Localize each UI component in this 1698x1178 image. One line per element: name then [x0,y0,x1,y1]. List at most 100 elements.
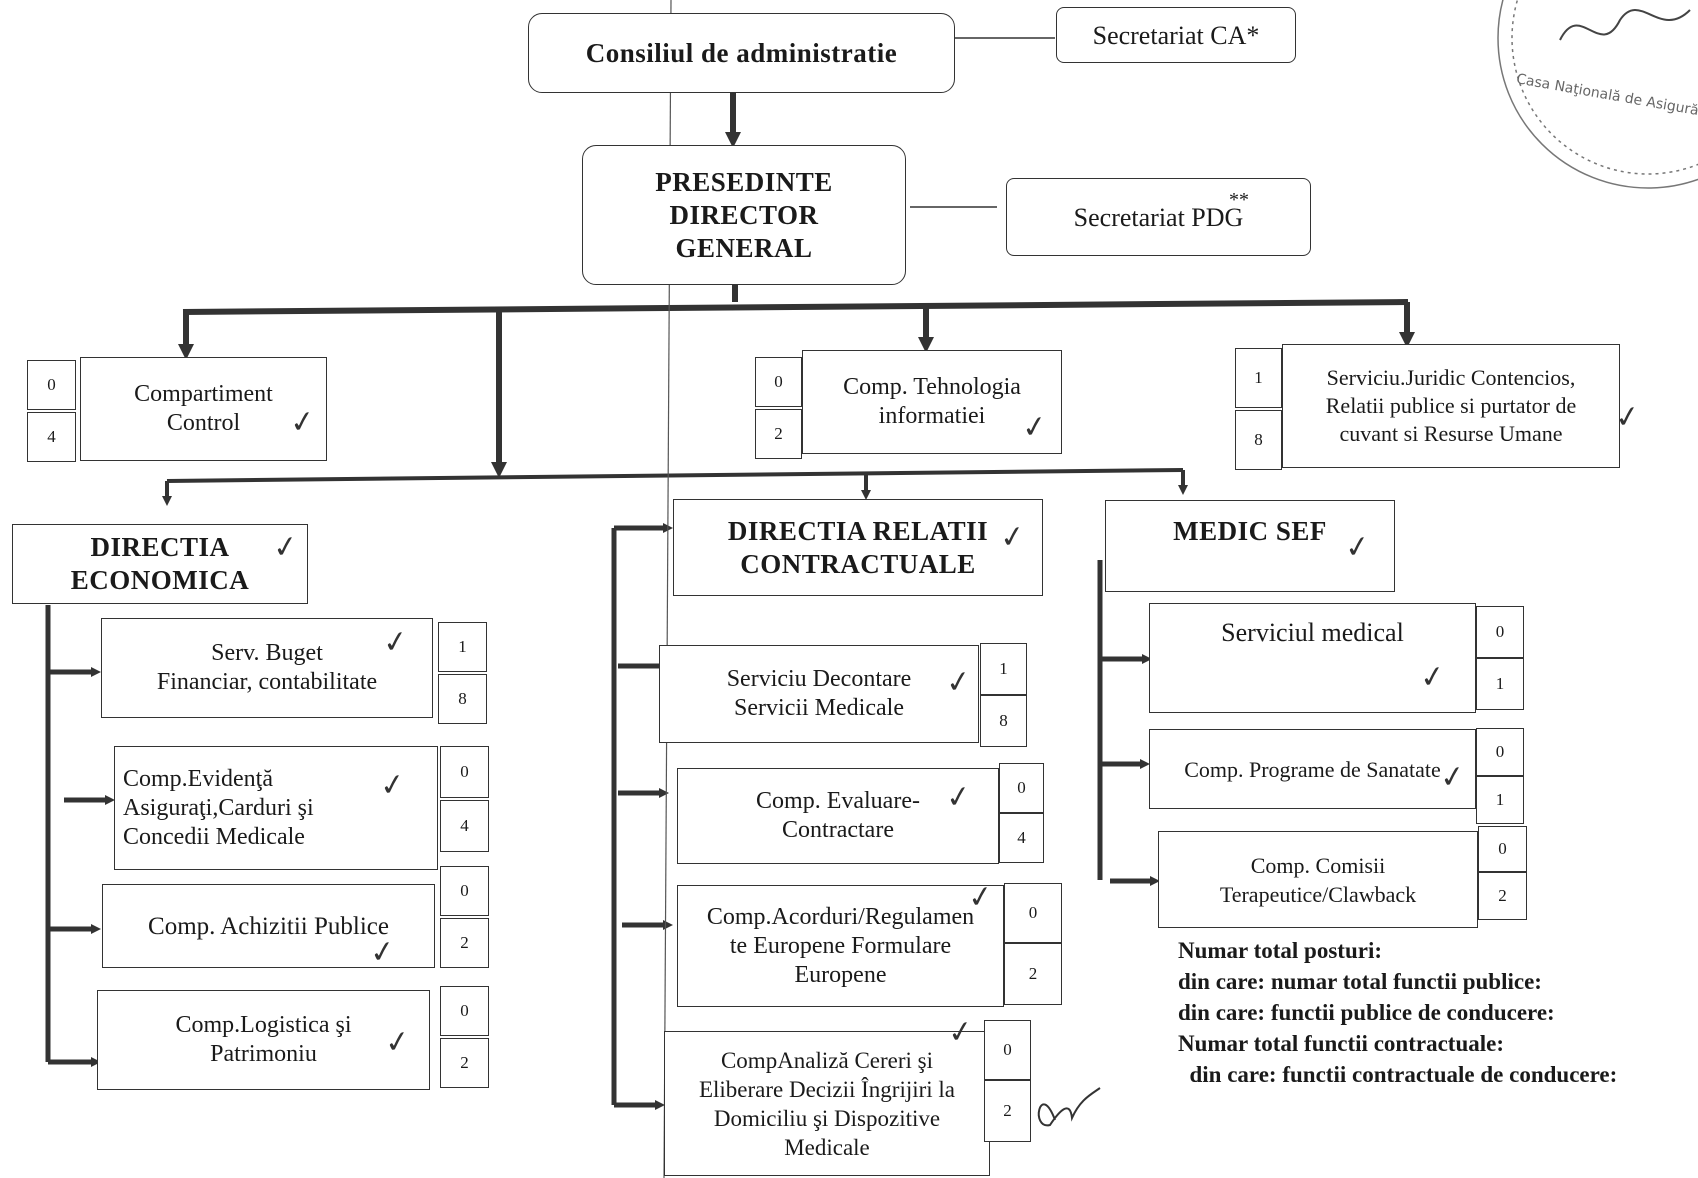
totals-line-2: din care: numar total functii publice: [1178,969,1542,994]
econ-unit-4-count-1: 0 [440,986,489,1036]
check-mark-icon: ✓ [943,778,974,817]
relatii-unit-2-count-2: 4 [999,813,1044,863]
dir-economica-box: DIRECTIA ECONOMICA [12,524,308,604]
juridic-label-1: Serviciu.Juridic Contencios, [1326,365,1576,390]
totals-line-1: Numar total posturi: [1178,938,1383,963]
medic-unit-3-count-2: 2 [1478,872,1527,920]
relatii-unit-1-count-1: 1 [980,643,1027,695]
relatii-unit-4-count-1: 0 [984,1020,1031,1080]
medic-unit-1-line-1: Serviciul medical [1221,618,1404,647]
juridic-count-1: 1 [1235,348,1282,408]
relatii-unit-4-count-2: 2 [984,1080,1031,1142]
relatii-unit-2: Comp. Evaluare- Contractare [677,768,999,864]
relatii-unit-4-line-1: CompAnaliză Cereri şi [720,1047,934,1073]
control-label-2: Control [166,410,241,436]
check-mark-icon: ✓ [945,1013,976,1052]
president-box: PRESEDINTE DIRECTOR GENERAL [582,145,906,285]
it-count-2: 2 [755,409,802,459]
it-label-1: Comp. Tehnologia [843,374,1021,400]
medic-sef-box: MEDIC SEF [1105,500,1395,592]
dir-relatii-box: DIRECTIA RELATII CONTRACTUALE [673,499,1043,596]
totals-block: Numar total posturi: din care: numar tot… [1178,935,1617,1090]
medic-unit-1-count-1: 0 [1476,606,1524,658]
econ-unit-3-count-2: 2 [440,918,489,968]
relatii-unit-4-line-4: Medicale [784,1134,870,1160]
medic-unit-1: Serviciul medical [1149,603,1476,713]
it-label-2: informatiei [878,403,986,429]
econ-unit-1-count-1: 1 [438,622,487,672]
check-mark-icon: ✓ [965,878,996,917]
dir-relatii-line-1: DIRECTIA RELATII [727,515,989,546]
econ-unit-1-line-2: Financiar, contabilitate [156,669,378,695]
medic-unit-3-line-1: Comp. Comisii [1250,852,1386,878]
it-count-1: 0 [755,357,802,407]
juridic-box: Serviciu.Juridic Contencios, Relatii pub… [1282,344,1620,468]
relatii-unit-1-count-2: 8 [980,695,1027,747]
signature [1037,1087,1101,1127]
medic-unit-3-count-1: 0 [1478,826,1527,872]
check-mark-icon: ✓ [270,528,301,567]
president-line-3: GENERAL [675,232,813,263]
econ-unit-3: Comp. Achizitii Publice [102,884,435,968]
econ-unit-4: Comp.Logistica şi Patrimoniu [97,990,430,1090]
check-mark-icon: ✓ [997,518,1028,557]
check-mark-icon: ✓ [377,766,408,805]
check-mark-icon: ✓ [1417,658,1448,697]
medic-unit-2: Comp. Programe de Sanatate [1149,729,1476,809]
board-label: Consiliul de administratie [585,37,898,68]
secretariat-pdg-mark: ** [1229,189,1249,211]
relatii-unit-3-line-3: Europene [794,961,887,988]
check-mark-icon: ✓ [380,623,411,662]
medic-unit-2-count-2: 1 [1476,776,1524,824]
econ-unit-2-line-1: Comp.Evidenţă [123,765,273,792]
relatii-unit-4: CompAnaliză Cereri şi Eliberare Decizii … [664,1031,990,1176]
secretariat-pdg-label: Secretariat PDG [1073,202,1244,232]
secretariat-ca-box: Secretariat CA* [1056,7,1296,63]
totals-line-4: Numar total functii contractuale: [1178,1031,1504,1056]
stamp [1497,0,1698,189]
secretariat-ca-label: Secretariat CA* [1092,20,1260,50]
relatii-unit-2-line-1: Comp. Evaluare- [756,788,920,814]
medic-unit-2-line-1: Comp. Programe de Sanatate [1184,756,1441,782]
control-box: Compartiment Control [80,357,327,461]
relatii-unit-3: Comp.Acorduri/Regulamen te Europene Form… [677,885,1004,1007]
econ-unit-2-line-3: Concedii Medicale [123,823,305,850]
econ-unit-1-count-2: 8 [438,674,487,724]
totals-line-3: din care: functii publice de conducere: [1178,1000,1555,1025]
check-mark-icon: ✓ [1342,528,1373,567]
relatii-unit-4-line-2: Eliberare Decizii Îngrijiri la [698,1076,956,1102]
relatii-unit-3-line-1: Comp.Acorduri/Regulamen [706,903,975,930]
check-mark-icon: ✓ [287,403,318,442]
relatii-unit-4-line-3: Domiciliu şi Dispozitive [713,1105,941,1131]
check-mark-icon: ✓ [1612,398,1643,437]
medic-unit-3-line-2: Terapeutice/Clawback [1219,881,1417,907]
control-label-1: Compartiment [134,381,273,407]
juridic-label-2: Relatii publice si purtator de [1325,393,1577,418]
control-count-2: 4 [27,412,76,462]
dir-economica-line-1: DIRECTIA [90,532,230,562]
medic-sef-label: MEDIC SEF [1173,516,1327,546]
econ-unit-3-count-1: 0 [440,866,489,916]
president-line-2: DIRECTOR [669,199,819,230]
econ-unit-2-line-2: Asiguraţi,Carduri şi [123,794,314,821]
totals-line-5: din care: functii contractuale de conduc… [1178,1062,1618,1087]
dir-relatii-line-2: CONTRACTUALE [740,548,976,579]
econ-unit-1-line-1: Serv. Buget [211,640,323,666]
relatii-unit-3-count-1: 0 [1004,883,1062,943]
relatii-unit-1-line-2: Servicii Medicale [734,695,904,721]
econ-unit-2: Comp.Evidenţă Asiguraţi,Carduri şi Conce… [114,746,438,870]
secretariat-pdg-box: Secretariat PDG ** [1006,178,1311,256]
relatii-unit-1-line-1: Serviciu Decontare [726,666,912,692]
check-mark-icon: ✓ [382,1023,413,1062]
relatii-unit-2-count-1: 0 [999,763,1044,813]
president-line-1: PRESEDINTE [655,166,833,197]
econ-unit-3-line-1: Comp. Achizitii Publice [148,912,389,940]
check-mark-icon: ✓ [367,933,398,972]
medic-unit-2-count-1: 0 [1476,728,1524,776]
check-mark-icon: ✓ [1437,758,1468,797]
juridic-count-2: 8 [1235,410,1282,470]
medic-unit-3: Comp. Comisii Terapeutice/Clawback [1158,831,1478,928]
check-mark-icon: ✓ [1019,408,1050,447]
check-mark-icon: ✓ [943,663,974,702]
